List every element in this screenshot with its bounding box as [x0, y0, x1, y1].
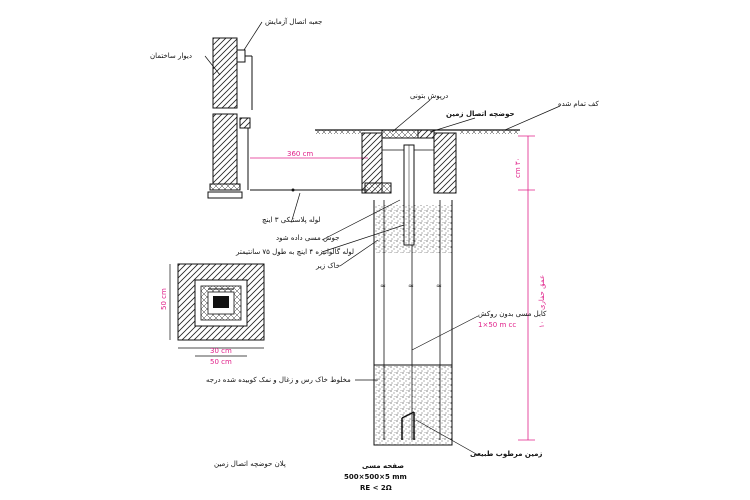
label-copper-plate: صفحه مسی — [362, 462, 404, 470]
label-concrete-cover: درپوش بتونی — [410, 92, 448, 100]
label-wet-earth: زمین مرطوب طبیعی — [470, 450, 542, 458]
plan-dim-50: 50 cm — [210, 358, 232, 366]
plan-dim-30: 30 cm — [210, 347, 232, 355]
label-building-wall: دیوار ساختمان — [150, 52, 192, 60]
depth-dimension: عمق حفاری ۱۰ cm ۳۰ — [514, 135, 546, 441]
depth-value: ۱۰ — [538, 320, 546, 328]
label-earth-box: حوضچه اتصال زمین — [446, 110, 515, 118]
copper-plate — [401, 411, 415, 440]
label-plate-re: RE < 2Ω — [360, 484, 392, 492]
plan-view: 50 cm 30 cm 50 cm — [160, 263, 265, 366]
lower-salt-mix-fill — [373, 364, 453, 446]
earth-box-pit — [361, 129, 457, 194]
label-test-box: جعبه اتصال آزمایش — [265, 17, 322, 26]
break-mark-2: ≈ — [408, 282, 414, 290]
test-junction-box — [236, 49, 253, 190]
depth-label: عمق حفاری — [538, 275, 546, 310]
break-mark-3: ≈ — [436, 282, 442, 290]
leader-lines — [204, 21, 561, 456]
label-plate-size: 500×500×5 mm — [344, 473, 407, 481]
label-galv-pipe: لوله گالوانیزه ۴ اینچ به طول ۷۵ سانتیمتر — [235, 247, 354, 256]
small-dimension: cm ۳۰ — [514, 158, 522, 178]
pvc-pipe: 360 cm — [250, 150, 368, 192]
pipe-length-label: 360 cm — [287, 150, 313, 158]
label-backfill: خاک زیر — [315, 262, 340, 270]
label-cable-size: 1×50 m cc — [478, 321, 516, 329]
label-finished-floor: کف تمام شده — [558, 100, 599, 108]
label-salt-mix: مخلوط خاک رس و زغال و نمک کوبیده شده درج… — [206, 376, 351, 384]
label-plan-title: پلان حوضچه اتصال زمین — [214, 460, 286, 468]
label-pvc-pipe: لوله پلاستیکی ۳ اینچ — [262, 216, 321, 224]
building-wall — [207, 37, 243, 199]
label-copper-cable: کابل مسی بدون روکش — [478, 310, 547, 318]
break-mark-1: ≈ — [380, 282, 386, 290]
plan-dim-vertical: 50 cm — [160, 288, 168, 310]
label-copper-weld: جوش مسی داده شود — [276, 234, 339, 242]
